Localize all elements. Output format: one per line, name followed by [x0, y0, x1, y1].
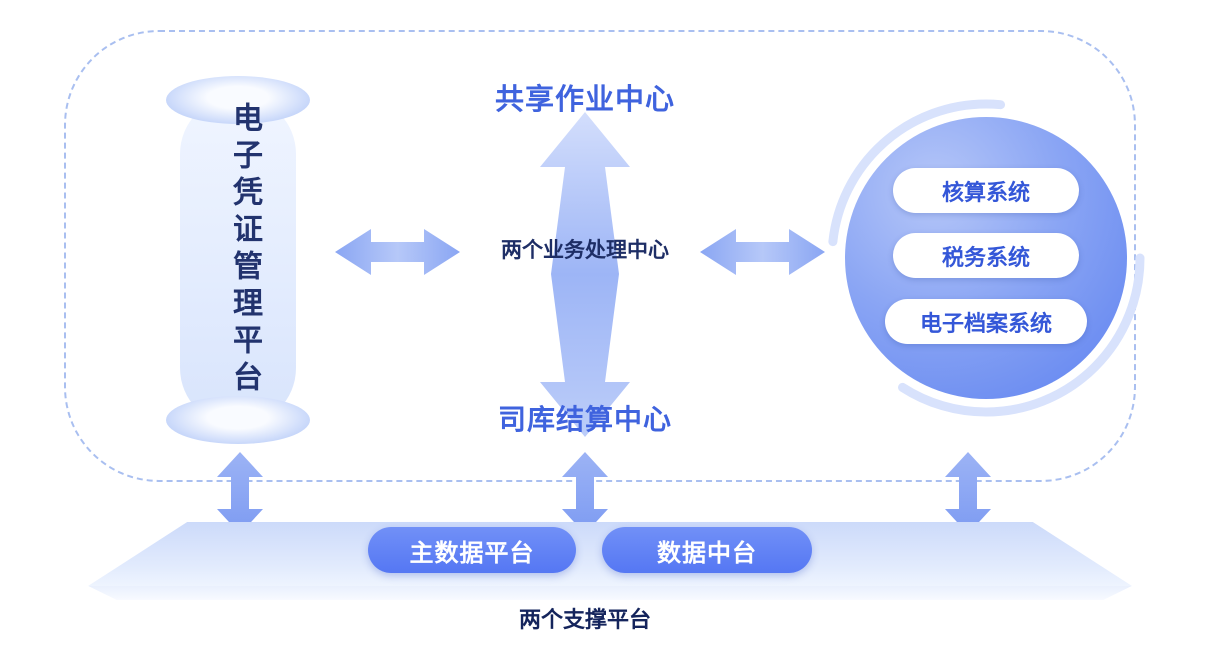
connector-arrow-left-icon: [217, 452, 263, 534]
tax-system-pill: 税务系统: [893, 233, 1079, 278]
shared-operations-center-label: 共享作业中心: [494, 84, 675, 116]
main-dashed-frame: [64, 30, 1136, 482]
connector-arrow-center-icon: [562, 452, 608, 534]
circle-decorative-arcs: [827, 99, 1145, 417]
vertical-double-arrow-icon: [540, 112, 630, 437]
e-archive-system-pill: 电子档案系统: [885, 299, 1087, 344]
left-cylinder-body: [180, 96, 296, 426]
treasury-settlement-center-label: 司库结算中心: [497, 404, 672, 435]
horizontal-double-arrow-left-icon: [335, 229, 460, 275]
data-middle-platform-pill: 数据中台: [602, 527, 812, 573]
support-platform-edge: [88, 586, 1132, 600]
horizontal-double-arrow-right-icon: [700, 229, 825, 275]
accounting-system-pill: 核算系统: [893, 168, 1079, 213]
processing-center-label: 两个业务处理中心: [501, 239, 669, 262]
master-data-platform-pill: 主数据平台: [368, 527, 576, 573]
left-platform-label: 电子凭证管理平台: [228, 102, 261, 398]
support-platforms-caption: 两个支撑平台: [518, 607, 651, 632]
left-cylinder-bottom-ellipse: [166, 396, 310, 444]
left-cylinder-top-ellipse: [166, 76, 310, 124]
connector-arrow-right-icon: [945, 452, 991, 534]
